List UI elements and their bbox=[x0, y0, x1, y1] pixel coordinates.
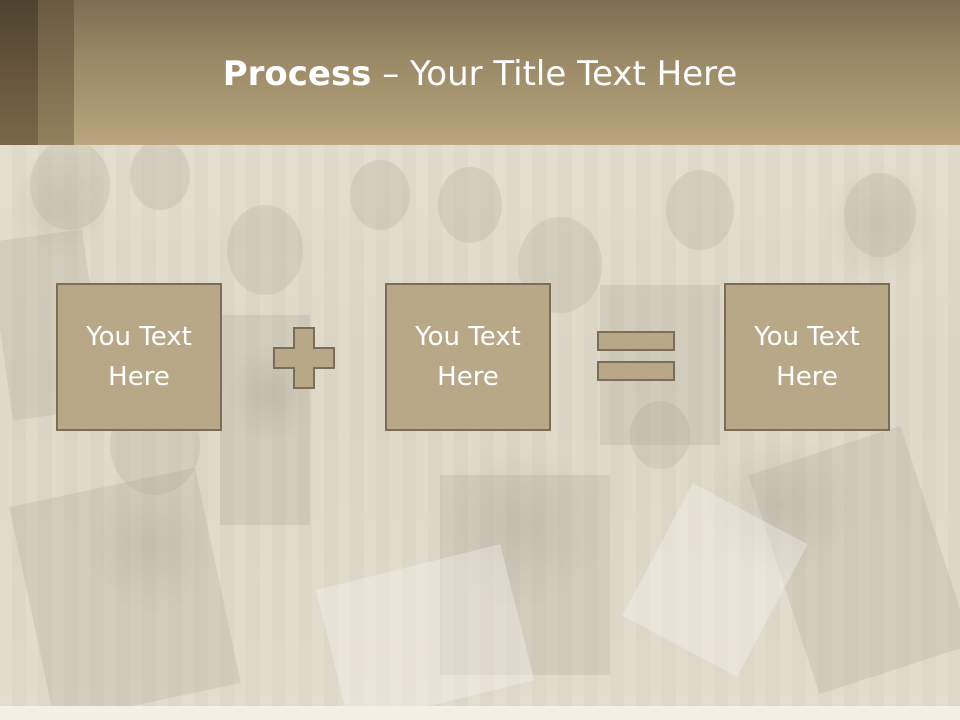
process-box-1-label: You Text Here bbox=[86, 322, 192, 392]
process-box-3: You Text Here bbox=[724, 283, 890, 431]
background-photo bbox=[0, 145, 960, 710]
title-banner bbox=[0, 0, 960, 145]
slide-title: Process – Your Title Text Here bbox=[0, 52, 960, 96]
banner-accent-inner bbox=[38, 0, 74, 145]
banner-accent-left bbox=[0, 0, 38, 145]
process-box-1: You Text Here bbox=[56, 283, 222, 431]
equals-icon bbox=[597, 331, 675, 381]
bottom-strip bbox=[0, 706, 960, 720]
slide-title-strong: Process bbox=[222, 54, 372, 94]
photo-overlay bbox=[0, 145, 960, 720]
slide-title-rest: – Your Title Text Here bbox=[371, 54, 738, 94]
process-box-2-label: You Text Here bbox=[415, 322, 521, 392]
process-box-3-label: You Text Here bbox=[754, 322, 860, 392]
process-box-2: You Text Here bbox=[385, 283, 551, 431]
plus-icon bbox=[273, 327, 335, 389]
